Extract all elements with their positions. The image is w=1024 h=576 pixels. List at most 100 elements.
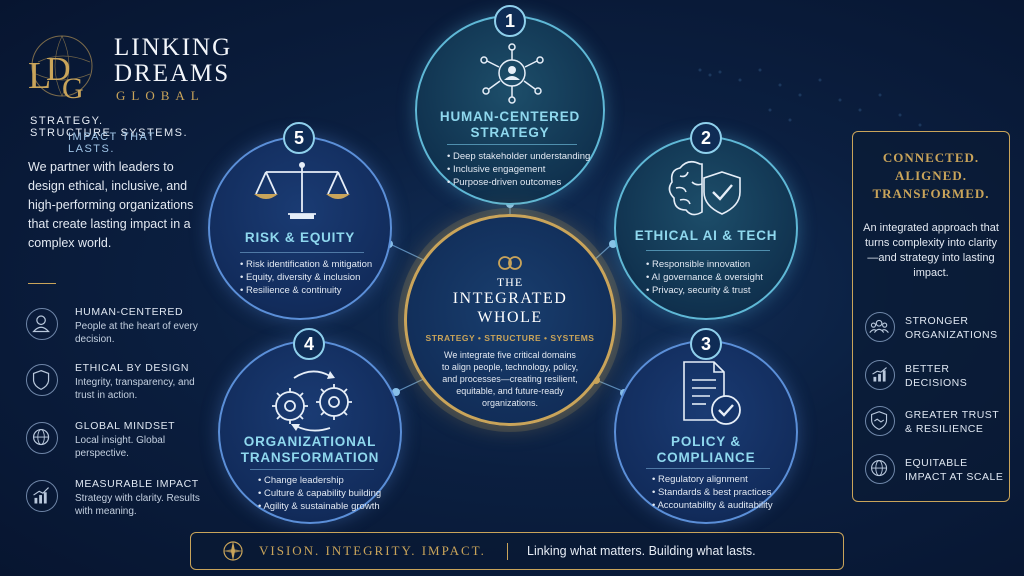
feature-ethical-by-design: ETHICAL BY DESIGN Integrity, transparenc… [26, 362, 206, 412]
domain-title: ORGANIZATIONAL TRANSFORMATION [220, 434, 400, 466]
ldg-logo-icon: L D G [28, 35, 93, 105]
outcome-better-decisions: BETTER DECISIONS [865, 360, 1005, 396]
bottom-banner: VISION. INTEGRITY. IMPACT. Linking what … [190, 532, 844, 570]
feature-global-mindset: GLOBAL MINDSET Local insight. Global per… [26, 420, 206, 470]
growth-chart-icon [26, 480, 58, 512]
feature-measurable-impact: MEASURABLE IMPACT Strategy with clarity.… [26, 478, 206, 528]
domain-policy-compliance: POLICY & COMPLIANCE Regulatory alignment… [614, 340, 798, 524]
brand-name-line1: LINKING [114, 34, 233, 61]
domain-bullets: Deep stakeholder understanding Inclusive… [447, 150, 590, 189]
scales-icon [254, 162, 350, 219]
bullet: Purpose-driven outcomes [447, 176, 590, 189]
domain-title-line2: TRANSFORMATION [240, 450, 380, 465]
feature-desc: Integrity, transparency, and trust in ac… [75, 377, 195, 401]
domain-bullets: Change leadership Culture & capability b… [258, 474, 381, 513]
tagline-impact: IMPACT THAT LASTS. [68, 131, 156, 155]
left-column: L D G LINKING DREAMS GLOBAL STRATEGY. ST… [0, 0, 230, 576]
domain-bullets: Responsible innovation AI governance & o… [646, 258, 763, 297]
bullet: Agility & sustainable growth [258, 500, 381, 513]
compass-icon [223, 541, 243, 561]
feature-human-centered: HUMAN-CENTERED People at the heart of ev… [26, 306, 206, 356]
shield-icon [26, 364, 58, 396]
domain-human-centered-strategy: HUMAN-CENTERED STRATEGY Deep stakeholder… [415, 15, 605, 205]
bar-chart-icon [865, 360, 895, 390]
handshake-shield-icon [865, 406, 895, 436]
brand-name-line3: GLOBAL [116, 88, 205, 103]
feature-title: HUMAN-CENTERED [75, 306, 184, 318]
divider [28, 283, 56, 284]
domain-number-badge: 4 [293, 328, 325, 360]
outcome-text: BETTER DECISIONS [905, 363, 968, 389]
domain-title: RISK & EQUITY [244, 230, 356, 245]
center-title-the: THE [496, 275, 524, 289]
domain-title: HUMAN-CENTERED STRATEGY [417, 109, 603, 141]
outcome-text: GREATER TRUST & RESILIENCE [905, 409, 1000, 435]
bullet: Responsible innovation [646, 258, 763, 271]
feature-title: MEASURABLE IMPACT [75, 478, 199, 490]
globe-icon [865, 454, 895, 484]
svg-text:D: D [46, 51, 71, 88]
center-title-whole: WHOLE [477, 309, 543, 326]
center-subtitle: STRATEGY • STRUCTURE • SYSTEMS [425, 333, 595, 343]
gears-icon [272, 370, 352, 432]
domain-title-line1: ORGANIZATIONAL [243, 434, 377, 449]
domain-number-badge: 3 [690, 328, 722, 360]
bullet: Equity, diversity & inclusion [240, 271, 372, 284]
domain-bullets: Risk identification & mitigation Equity,… [240, 258, 372, 297]
feature-title: GLOBAL MINDSET [75, 420, 176, 432]
outcome-stronger-organizations: STRONGER ORGANIZATIONS [865, 312, 1005, 348]
banner-subtext: Linking what matters. Building what last… [527, 544, 756, 558]
bullet: AI governance & oversight [646, 271, 762, 284]
bullet: Accountability & auditability [652, 499, 772, 512]
brain-shield-icon [668, 160, 741, 216]
bullet: Change leadership [258, 474, 381, 487]
domain-title: ETHICAL AI & TECH [634, 228, 778, 243]
domain-number-badge: 2 [690, 122, 722, 154]
intro-text: We partner with leaders to design ethica… [28, 160, 194, 250]
divider [646, 468, 770, 469]
domain-title: POLICY & COMPLIANCE [616, 434, 796, 466]
bullet: Inclusive engagement [447, 163, 590, 176]
bullet: Culture & capability building [258, 487, 381, 500]
feature-desc: Local insight. Global perspective. [75, 435, 166, 459]
outcome-greater-trust: GREATER TRUST & RESILIENCE [865, 406, 1005, 442]
outcomes-panel: CONNECTED. ALIGNED. TRANSFORMED. An inte… [852, 131, 1010, 502]
domain-title-line2: STRATEGY [470, 125, 550, 140]
svg-text:G: G [62, 72, 84, 105]
bullet: Privacy, security & trust [646, 284, 763, 297]
network-person-icon [480, 43, 544, 104]
feature-title: ETHICAL BY DESIGN [75, 362, 190, 374]
divider [447, 144, 577, 145]
divider [250, 469, 374, 470]
divider [240, 252, 364, 253]
domain-number-badge: 1 [494, 5, 526, 37]
people-group-icon [865, 312, 895, 342]
banner-separator [507, 543, 508, 560]
center-title-integrated: INTEGRATED [452, 290, 568, 307]
divider [646, 250, 770, 251]
bullet: Standards & best practices [652, 486, 773, 499]
banner-motto: VISION. INTEGRITY. IMPACT. [259, 543, 486, 558]
panel-heading-aligned: ALIGNED. [895, 168, 967, 183]
domain-bullets: Regulatory alignment Standards & best pr… [652, 473, 773, 512]
center-body: We integrate five critical domains to al… [441, 350, 579, 408]
integrated-whole-hub: THE INTEGRATED WHOLE STRATEGY • STRUCTUR… [404, 214, 616, 426]
svg-text:L: L [28, 55, 51, 97]
domain-title-line1: POLICY & [671, 434, 741, 449]
tagline: STRATEGY. STRUCTURE. SYSTEMS. [30, 115, 189, 139]
feature-desc: People at the heart of every decision. [75, 321, 198, 345]
document-check-icon [683, 361, 741, 425]
bullet: Regulatory alignment [652, 473, 773, 486]
panel-intro: An integrated approach that turns comple… [863, 222, 999, 279]
panel-heading-transformed: TRANSFORMED. [872, 186, 990, 201]
panel-heading-connected: CONNECTED. [882, 150, 980, 165]
domain-ethical-ai-tech: ETHICAL AI & TECH Responsible innovation… [614, 136, 798, 320]
feature-desc: Strategy with clarity. Results with mean… [75, 493, 200, 517]
linked-rings-icon [498, 256, 522, 270]
bullet: Resilience & continuity [240, 284, 372, 297]
person-icon [26, 308, 58, 340]
bullet: Risk identification & mitigation [240, 258, 372, 271]
outcome-equitable-impact: EQUITABLE IMPACT AT SCALE [865, 454, 1005, 490]
domain-organizational-transformation: ORGANIZATIONAL TRANSFORMATION Change lea… [218, 340, 402, 524]
domain-number-badge: 5 [283, 122, 315, 154]
